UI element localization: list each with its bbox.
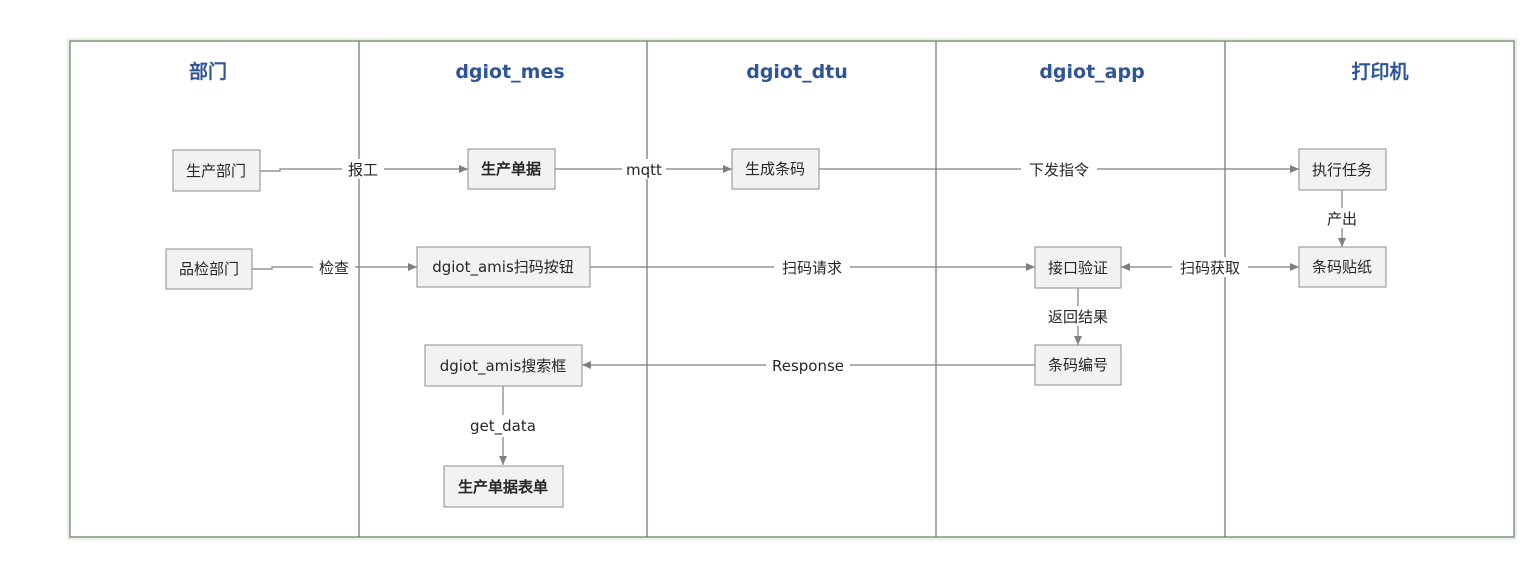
edge-label-get-data: get_data	[470, 417, 536, 436]
edge-label-scan-request: 扫码请求	[782, 259, 842, 277]
node-generate-barcode: 生成条码	[731, 148, 820, 190]
edge-label-send-command: 下发指令	[1029, 161, 1089, 179]
lane-title-printer: 打印机	[1351, 60, 1408, 83]
svg-text:生产部门: 生产部门	[186, 162, 246, 180]
edge-produce: 产出	[1322, 190, 1362, 247]
svg-text:品检部门: 品检部门	[179, 260, 239, 278]
svg-text:条码编号: 条码编号	[1048, 356, 1108, 374]
node-production-dept: 生产部门	[172, 149, 261, 192]
edge-send-command: 下发指令	[819, 159, 1299, 179]
svg-text:生成条码: 生成条码	[745, 160, 805, 178]
node-api-verify: 接口验证	[1034, 246, 1122, 289]
node-execute-task: 执行任务	[1298, 148, 1387, 191]
edge-label-inspect: 检查	[319, 259, 349, 277]
node-amis-search-box: dgiot_amis搜索框	[424, 344, 583, 387]
edge-mqtt: mqtt	[555, 159, 732, 179]
svg-text:生产单据: 生产单据	[481, 160, 541, 178]
svg-text:dgiot_amis扫码按钮: dgiot_amis扫码按钮	[432, 258, 574, 277]
edge-label-mqtt: mqtt	[626, 161, 662, 179]
edge-return-result: 返回结果	[1040, 288, 1116, 345]
lane-title-dtu: dgiot_dtu	[746, 61, 848, 83]
edge-inspect: 检查	[252, 257, 417, 277]
edge-label-produce: 产出	[1327, 210, 1357, 228]
edge-label-response: Response	[772, 357, 844, 375]
edge-label-scan-fetch: 扫码获取	[1180, 259, 1240, 277]
edge-label-report-work: 报工	[348, 161, 378, 179]
node-qc-dept: 品检部门	[165, 248, 253, 290]
svg-text:执行任务: 执行任务	[1312, 161, 1372, 179]
node-barcode-number: 条码编号	[1034, 344, 1122, 386]
svg-text:条码贴纸: 条码贴纸	[1312, 258, 1372, 276]
edge-get-data: get_data	[466, 386, 540, 465]
svg-text:dgiot_amis搜索框: dgiot_amis搜索框	[440, 357, 567, 376]
edge-scan-request: 扫码请求	[590, 257, 1035, 277]
diagram-frame	[69, 40, 1515, 538]
edge-label-return-result: 返回结果	[1048, 308, 1108, 326]
edge-response: Response	[582, 355, 1035, 375]
node-production-doc: 生产单据	[467, 148, 556, 190]
lane-title-dept: 部门	[189, 60, 227, 83]
lane-title-mes: dgiot_mes	[455, 61, 564, 83]
lane-title-app: dgiot_app	[1039, 61, 1144, 83]
svg-text:生产单据表单: 生产单据表单	[458, 478, 548, 496]
node-barcode-sticker: 条码贴纸	[1298, 246, 1387, 288]
edge-report-work: 报工	[260, 159, 468, 179]
svg-text:接口验证: 接口验证	[1048, 259, 1108, 277]
edge-scan-fetch: 扫码获取	[1121, 257, 1299, 277]
node-production-doc-form: 生产单据表单	[443, 465, 564, 508]
node-amis-scan-button: dgiot_amis扫码按钮	[416, 246, 591, 288]
